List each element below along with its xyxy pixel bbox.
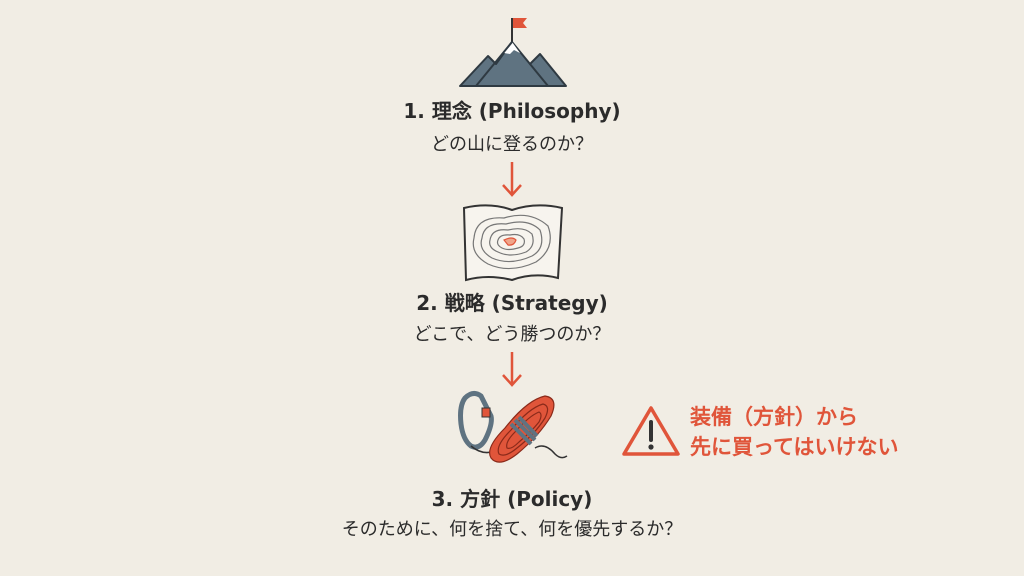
- topographic-map-icon: [462, 204, 564, 282]
- warning-line-1: 装備（方針）から: [690, 405, 858, 429]
- step-2-title: 2. 戦略 (Strategy): [416, 291, 608, 315]
- arrow-down-icon: [502, 162, 522, 197]
- step-3-question: そのために、何を捨て、何を優先するか？: [341, 519, 683, 540]
- step-2-question: どこで、どう勝つのか？: [413, 324, 611, 345]
- step-1-question: どの山に登るのか？: [431, 134, 593, 155]
- mountain-flag-icon: [459, 18, 567, 87]
- warning-line-2: 先に買ってはいけない: [690, 435, 899, 459]
- step-3-title: 3. 方針 (Policy): [431, 487, 593, 511]
- carabiner-rope-icon: [458, 390, 568, 463]
- warning-triangle-icon: [622, 406, 680, 456]
- arrow-down-icon: [502, 352, 522, 387]
- step-1-title: 1. 理念 (Philosophy): [403, 99, 621, 123]
